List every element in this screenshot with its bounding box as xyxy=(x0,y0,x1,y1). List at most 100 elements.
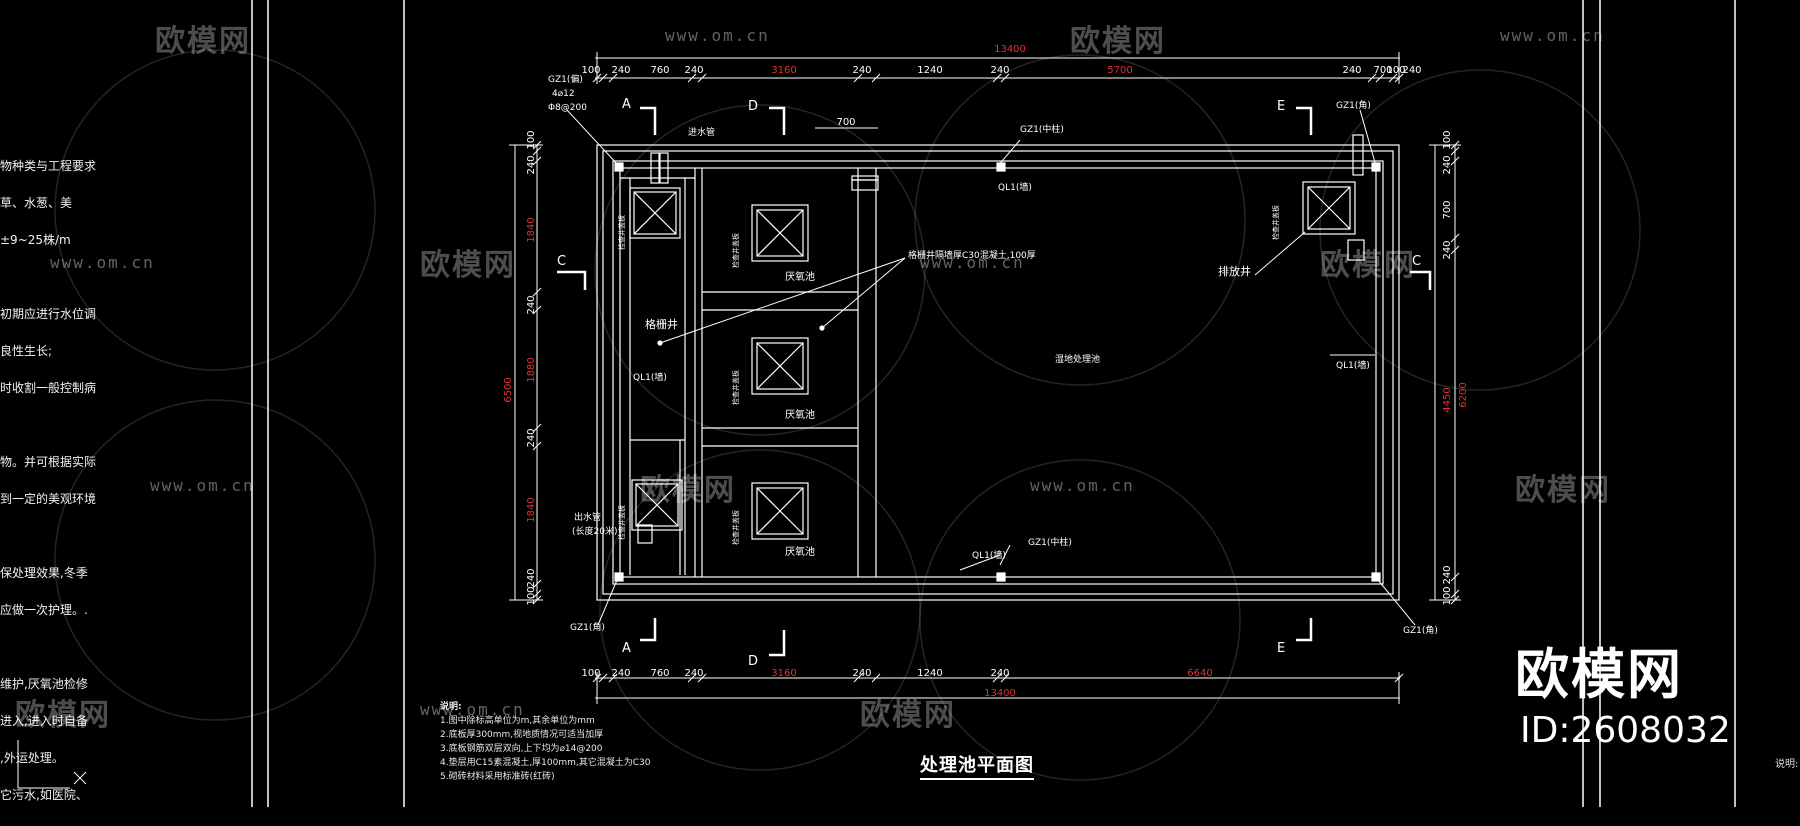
dim-right-value: 240 xyxy=(1442,240,1453,259)
dim-tick xyxy=(608,73,618,83)
label-gz1-top-mid: GZ1(中柱) xyxy=(1020,123,1064,135)
label-manhole-cover-5: 检查井盖板 xyxy=(1271,205,1280,240)
dim-right-value: 4450 xyxy=(1442,387,1453,412)
dim-tick xyxy=(1394,73,1404,83)
dim-tick xyxy=(1450,245,1460,255)
dim-tick xyxy=(532,589,542,599)
explanation-item: 4.垫层用C15素混凝土,厚100mm,其它混凝土为C30 xyxy=(440,758,651,768)
note-line xyxy=(0,641,130,678)
note-line: 物。并可根据实际 xyxy=(0,455,97,469)
plan-labels: GZ1(偏) 4⌀12 Φ8@200 GZ1(中柱) QL1(墙) GZ1(角)… xyxy=(548,73,1438,636)
dim-top-value: 100 xyxy=(581,65,600,76)
dim-tick xyxy=(1394,673,1404,683)
dim-right-value: 100 xyxy=(1442,586,1453,605)
label-manhole-cover-4: 检查井盖板 xyxy=(731,510,740,545)
note-line: 良性生长; xyxy=(0,344,53,358)
note-line: 草、水葱、美 xyxy=(0,196,73,210)
dim-left-value: 1840 xyxy=(526,497,537,522)
dim-tick xyxy=(1450,146,1460,156)
explanation-item: 1.图中除标高单位为m,其余单位为mm xyxy=(440,716,595,726)
dim-left-total: 6500 xyxy=(503,377,514,402)
label-gz1-tl: GZ1(偏) xyxy=(548,73,583,85)
explanation-head: 说明: xyxy=(440,702,462,712)
dim-tick xyxy=(697,73,707,83)
columns xyxy=(614,162,1381,582)
dim-tick xyxy=(532,305,542,315)
dim-top-value: 240 xyxy=(1342,65,1361,76)
dim-top-value: 700 xyxy=(1373,65,1392,76)
dim-top-value: 3160 xyxy=(771,65,796,76)
dim-tick xyxy=(992,673,1002,683)
dim-tick xyxy=(532,579,542,589)
dim-tick xyxy=(592,673,602,683)
section-letters: A D E A D E C C xyxy=(557,97,1421,669)
label-anaerobic-3: 厌氧池 xyxy=(785,545,815,558)
dim-top-value: 100 xyxy=(1386,65,1405,76)
section-a-bottom: A xyxy=(622,641,631,656)
cad-drawing: 1002407602403160240124024057002407002401… xyxy=(17,0,1736,807)
dim-tick xyxy=(592,73,602,83)
note-line: 时收割一般控制病 xyxy=(0,381,97,395)
dim-tick xyxy=(608,673,618,683)
label-gz1-bl: GZ1(角) xyxy=(570,621,605,633)
dim-left-value: 1840 xyxy=(526,217,537,242)
leader-lines xyxy=(566,109,1416,626)
note-line: 维护,厌氧池检修 xyxy=(0,677,88,691)
section-marks xyxy=(557,106,1432,657)
dim-tick xyxy=(853,73,863,83)
dim-bottom-value: 760 xyxy=(650,668,669,679)
dim-tick xyxy=(532,441,542,451)
dim-tick xyxy=(1000,673,1010,683)
internal-walls xyxy=(620,168,877,577)
label-anaerobic-2: 厌氧池 xyxy=(785,408,815,421)
section-e-bottom: E xyxy=(1277,641,1285,656)
outer-wall-inner xyxy=(612,160,1384,585)
section-c-left: C xyxy=(557,254,566,269)
dim-overall-bottom: 13400 xyxy=(984,688,1016,699)
dim-top-value: 760 xyxy=(650,65,669,76)
dim-tick xyxy=(1450,233,1460,243)
label-discharge-well: 排放井 xyxy=(1218,264,1251,278)
label-concrete-note: 格栅井隔墙厚C30混凝土,100厚 xyxy=(908,249,1036,261)
dim-tick xyxy=(532,423,542,433)
dim-left-value: 100 xyxy=(526,586,537,605)
explanation-item: 2.底板厚300mm,视地质情况可适当加厚 xyxy=(440,730,604,740)
label-manhole-cover-2: 检查井盖板 xyxy=(731,233,740,268)
dim-left-value: 240 xyxy=(526,428,537,447)
dim-bottom-value: 240 xyxy=(852,668,871,679)
note-line: 初期应进行水位调 xyxy=(0,307,97,321)
dim-top-value: 1240 xyxy=(917,65,942,76)
section-a-top: A xyxy=(622,97,631,112)
label-gz1-br: GZ1(角) xyxy=(1403,624,1438,636)
plan-title: 处理池平面图 xyxy=(920,751,1034,780)
dim-tick xyxy=(1450,595,1460,605)
section-d-bottom: D xyxy=(748,654,758,669)
note-line: 物种类与工程要求 xyxy=(0,159,97,173)
dim-left-value: 240 xyxy=(526,155,537,174)
plan xyxy=(566,109,1416,626)
note-line xyxy=(0,271,130,308)
note-line: 保处理效果,冬季 xyxy=(0,566,88,580)
dim-tick xyxy=(532,140,542,150)
dim-top-value: 240 xyxy=(990,65,1009,76)
section-c-right: C xyxy=(1412,254,1421,269)
dim-tick xyxy=(992,73,1002,83)
label-inlet-pipe: 进水管 xyxy=(688,126,715,138)
note-line: 进入,进入时自备 xyxy=(0,714,88,728)
dim-tick xyxy=(1367,73,1377,83)
dim-bottom-value: 240 xyxy=(684,668,703,679)
explanation-notes: 说明: 1.图中除标高单位为m,其余单位为mm 2.底板厚300mm,视地质情况可… xyxy=(440,700,770,784)
site-id: ID:2608032 xyxy=(1520,710,1731,751)
note-line: ,外运处理。 xyxy=(0,751,64,765)
note-line: 应做一次护理。. xyxy=(0,603,88,617)
label-outlet-pipe: 出水管 xyxy=(574,511,601,523)
label-manhole-cover-group: 检查井盖板 检查井盖板 检查井盖板 检查井盖板 检查井盖板 检查井盖板 xyxy=(617,205,1280,545)
label-ql1-top: QL1(墙) xyxy=(998,181,1032,193)
dim-right-value: 240 xyxy=(1442,155,1453,174)
dim-tick xyxy=(1450,156,1460,166)
dim-tick xyxy=(532,595,542,605)
manhole-anaerobic-3 xyxy=(751,482,809,540)
